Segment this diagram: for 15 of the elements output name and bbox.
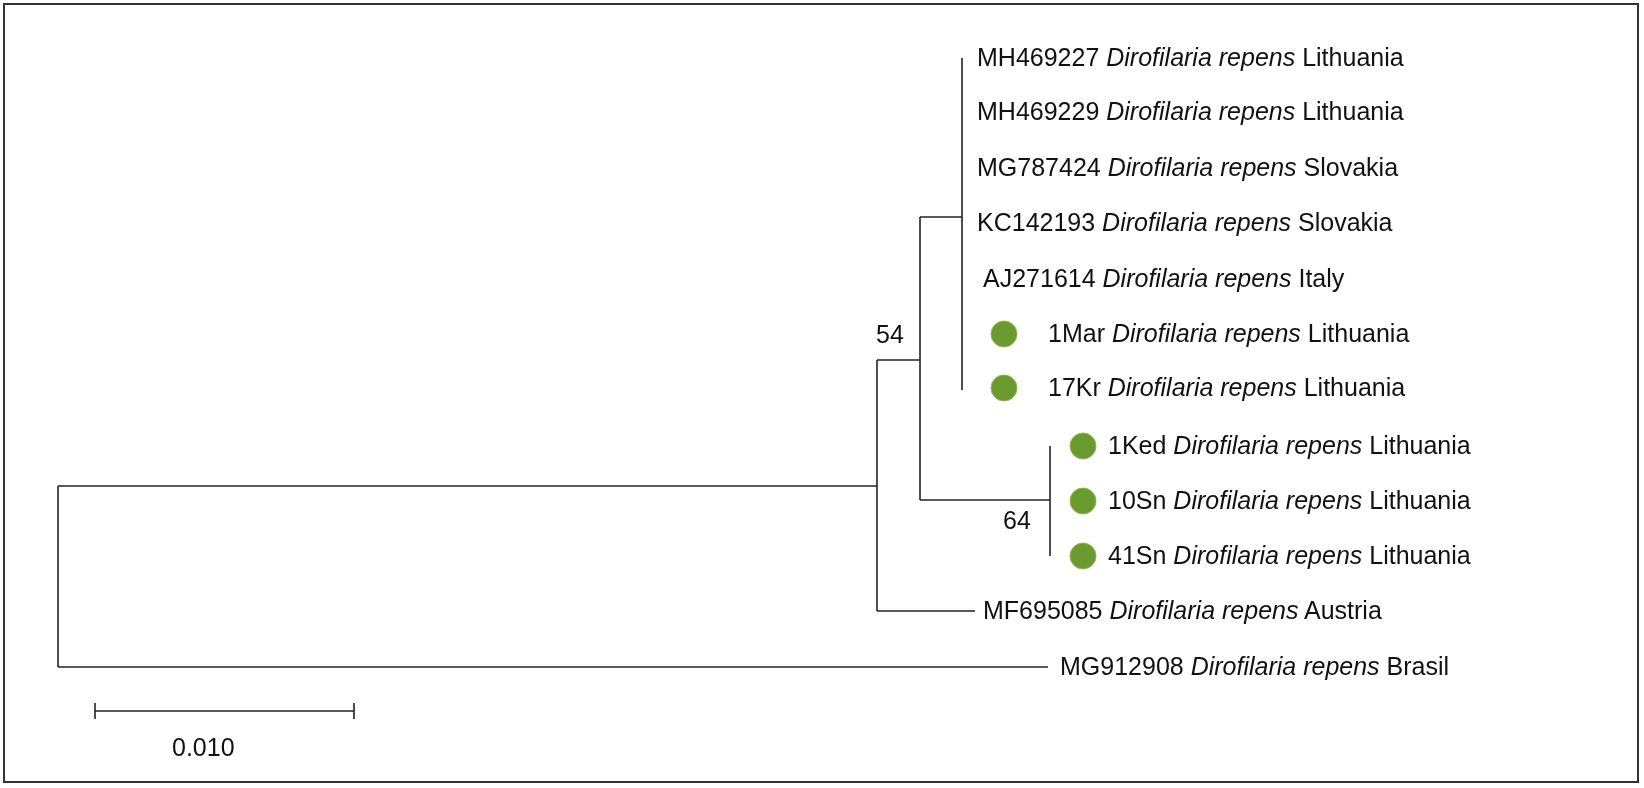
taxon-label: MH469227 Dirofilaria repens Lithuania: [977, 44, 1404, 72]
bootstrap-value: 64: [1003, 507, 1031, 535]
taxon-label: MG912908 Dirofilaria repens Brasil: [1060, 653, 1450, 681]
taxon-label: 1Ked Dirofilaria repens Lithuania: [1108, 432, 1471, 460]
taxon-label: KC142193 Dirofilaria repens Slovakia: [977, 209, 1393, 237]
taxon-label: MH469229 Dirofilaria repens Lithuania: [977, 98, 1404, 126]
taxon-label: MG787424 Dirofilaria repens Slovakia: [977, 154, 1399, 182]
taxon-label: AJ271614 Dirofilaria repens Italy: [983, 265, 1345, 293]
taxon-label: 41Sn Dirofilaria repens Lithuania: [1108, 542, 1471, 570]
taxon-label: 17Kr Dirofilaria repens Lithuania: [1048, 374, 1406, 402]
bootstrap-value: 54: [876, 321, 904, 349]
taxon-label: 1Mar Dirofilaria repens Lithuania: [1048, 320, 1410, 348]
taxon-label: 10Sn Dirofilaria repens Lithuania: [1108, 487, 1471, 515]
taxon-label: MF695085 Dirofilaria repens Austria: [983, 597, 1382, 625]
scale-value: 0.010: [172, 734, 235, 762]
